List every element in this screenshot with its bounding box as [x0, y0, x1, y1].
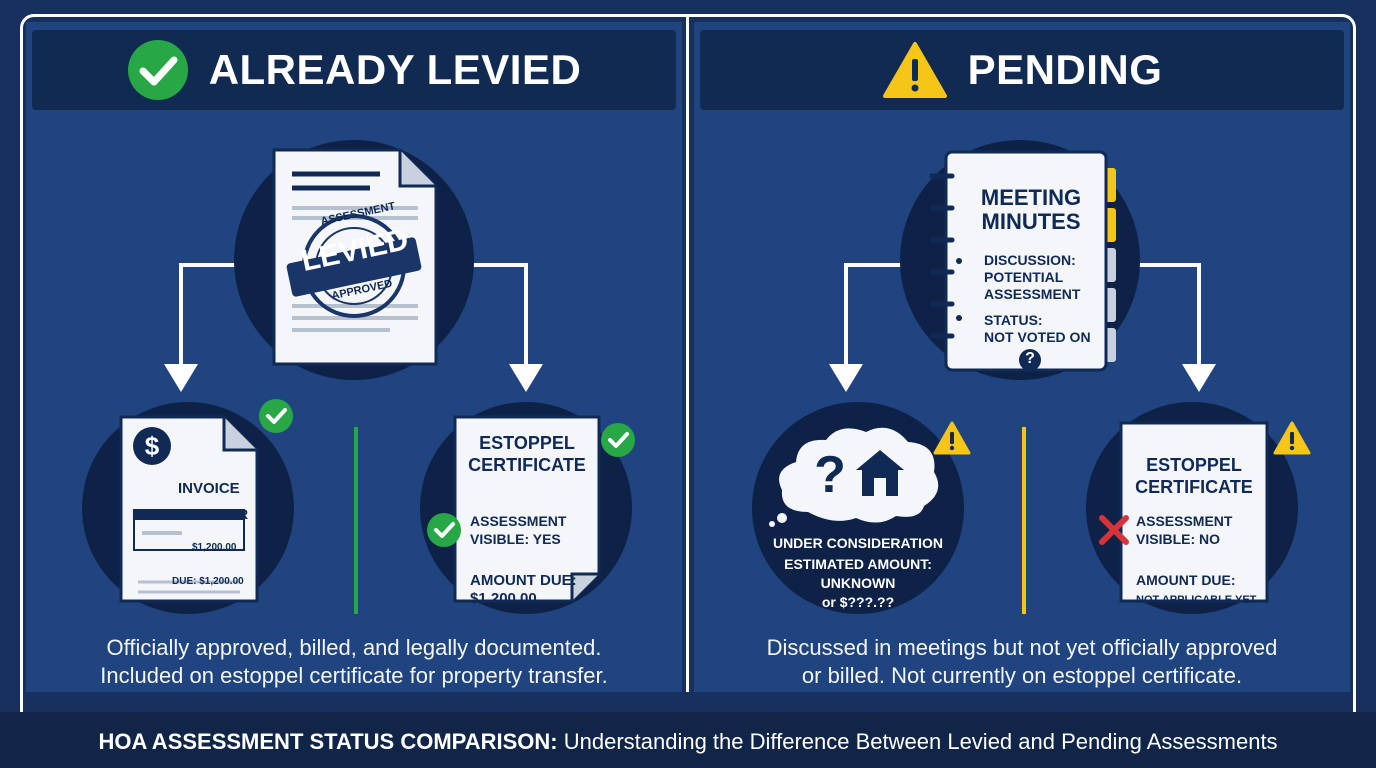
item2-line2: NOT VOTED ON — [984, 329, 1091, 345]
levied-estoppel-title: ESTOPPEL CERTIFICATE — [452, 432, 602, 476]
caption-line1: Discussed in meetings but not yet offici… — [766, 635, 1278, 660]
check-circle-icon — [259, 399, 293, 433]
minutes-item-discussion: DISCUSSION: POTENTIAL ASSESSMENT — [984, 252, 1080, 303]
minutes-title-line1: MEETING — [980, 185, 1082, 210]
footer-rest: Understanding the Difference Between Lev… — [557, 729, 1278, 754]
panel-divider — [686, 16, 689, 692]
pending-estoppel-title: ESTOPPEL CERTIFICATE — [1118, 454, 1270, 498]
amount-label: AMOUNT DUE: — [470, 572, 577, 589]
x-icon — [1099, 515, 1129, 545]
house-icon — [856, 450, 904, 496]
estoppel-title-line1: ESTOPPEL — [479, 433, 575, 453]
caption-line1: Officially approved, billed, and legally… — [106, 635, 602, 660]
levied-caption: Officially approved, billed, and legally… — [26, 634, 682, 690]
question-icon: ? — [814, 446, 846, 504]
levied-estoppel-visible: ASSESSMENT VISIBLE: YES — [470, 512, 566, 548]
pending-title: PENDING — [967, 46, 1163, 93]
pending-arrows — [829, 263, 1216, 614]
levied-estoppel-document — [453, 415, 601, 603]
footer-bold: HOA ASSESSMENT STATUS COMPARISON: — [98, 729, 558, 754]
item1-line1: DISCUSSION: — [984, 252, 1076, 268]
caption-line2: or billed. Not currently on estoppel cer… — [801, 663, 1243, 688]
consideration-line1: UNDER CONSIDERATION — [772, 535, 944, 551]
invoice-due: DUE: $1,200.00 — [172, 576, 244, 587]
levied-arrows — [164, 263, 543, 614]
levied-document — [272, 148, 438, 366]
levied-header: ALREADY LEVIED — [32, 30, 676, 110]
minutes-title-line2: MINUTES — [981, 209, 1081, 234]
footer-text: HOA ASSESSMENT STATUS COMPARISON: Unders… — [0, 729, 1376, 755]
pending-caption: Discussed in meetings but not yet offici… — [694, 634, 1350, 690]
dollar-icon: $ — [133, 427, 171, 465]
pending-estoppel-document — [1119, 421, 1269, 603]
consideration-line3: UNKNOWN — [820, 575, 896, 591]
minutes-item-status: STATUS: NOT VOTED ON — [984, 312, 1091, 346]
consideration-line2: ESTIMATED AMOUNT: — [784, 556, 932, 572]
check-circle-icon — [601, 423, 635, 457]
pending-panel: PENDING MEETING MINUTES DISCUSSION: POTE… — [694, 22, 1350, 692]
svg-text:$: $ — [145, 431, 160, 461]
minutes-title: MEETING MINUTES — [960, 186, 1102, 234]
pending-estoppel-visible: ASSESSMENT VISIBLE: NO — [1136, 512, 1232, 548]
levied-estoppel-amount: AMOUNT DUE: $1,200.00 — [470, 572, 577, 608]
arrow-icon — [179, 263, 236, 367]
estoppel-title-line1: ESTOPPEL — [1146, 455, 1242, 475]
item2-line1: STATUS: — [984, 312, 1043, 328]
warning-triangle-icon — [1273, 421, 1311, 455]
visible-line1: ASSESSMENT — [470, 513, 567, 529]
item1-line2: POTENTIAL — [984, 269, 1064, 285]
meeting-minutes-notebook — [929, 150, 1116, 372]
invoice-bill-to: BILL TO: OWNER — [132, 506, 249, 522]
check-circle-icon — [427, 513, 461, 547]
visible-line2: VISIBLE: NO — [1136, 531, 1221, 547]
pending-estoppel-amount: AMOUNT DUE: NOT APPLICABLE YET — [1136, 570, 1256, 610]
visible-line2: VISIBLE: YES — [470, 531, 561, 547]
levied-panel: ALREADY LEVIED LEVIED ASSESSMENT APPROVE… — [26, 22, 682, 692]
estoppel-title-line2: CERTIFICATE — [1135, 477, 1253, 497]
arrow-icon — [844, 263, 904, 367]
arrow-icon — [1134, 263, 1201, 367]
warning-triangle-icon — [882, 42, 947, 98]
consideration-text: UNDER CONSIDERATION ESTIMATED AMOUNT: UN… — [752, 534, 964, 612]
footer-label-background — [74, 724, 1302, 760]
levied-title: ALREADY LEVIED — [208, 46, 582, 93]
pending-header: PENDING — [700, 30, 1344, 110]
amount-label: AMOUNT DUE: — [1136, 572, 1236, 588]
question-icon: ? — [1025, 350, 1035, 367]
amount-value: $1,200.00 — [470, 590, 537, 607]
consideration-line4: or $???.?? — [821, 594, 895, 610]
caption-line2: Included on estoppel certificate for pro… — [100, 663, 608, 688]
check-circle-icon — [127, 40, 188, 100]
warning-triangle-icon — [933, 421, 971, 455]
invoice-row-amount: $1,200.00 — [192, 542, 237, 553]
amount-value: NOT APPLICABLE YET — [1136, 594, 1257, 606]
item1-line3: ASSESSMENT — [984, 286, 1081, 302]
thought-cloud: ? — [769, 427, 939, 527]
invoice-title: INVOICE — [178, 480, 240, 497]
estoppel-title-line2: CERTIFICATE — [468, 455, 586, 475]
arrow-icon — [471, 263, 528, 367]
visible-line1: ASSESSMENT — [1136, 513, 1233, 529]
